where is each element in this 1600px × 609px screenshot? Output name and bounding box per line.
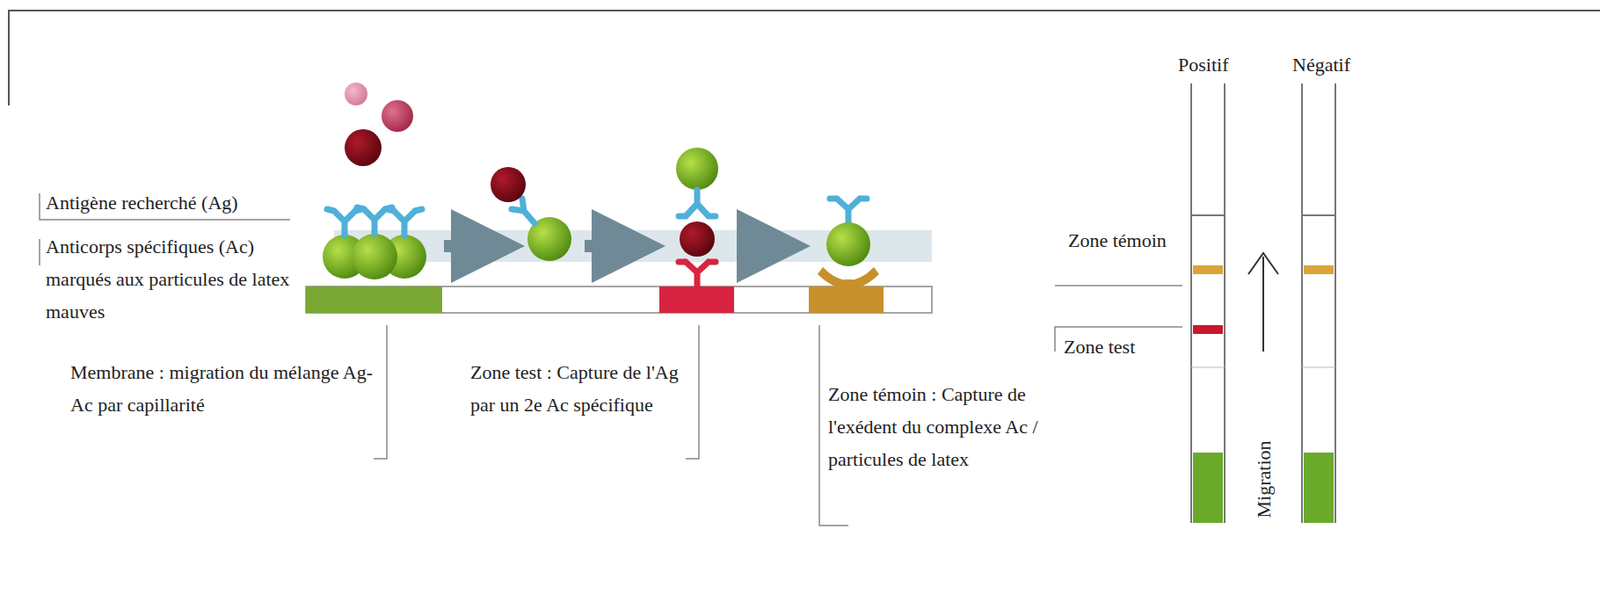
membrane-label: Membrane : migration du mélange Ag-Ac pa… <box>70 356 374 422</box>
test-zone-label: Zone test <box>1063 330 1135 364</box>
antigen <box>344 129 382 167</box>
antibody-label: Anticorps spécifiques (Ac) marqués aux p… <box>45 230 301 328</box>
control-zone-label: Zone témoin : Capture de l'exédent du co… <box>828 378 1066 476</box>
labelled-antibodies <box>322 207 427 280</box>
negative-label: Négatif <box>1292 48 1351 81</box>
control-zone-label: Zone témoin <box>1068 224 1174 257</box>
frame-line <box>8 10 1600 106</box>
result-strip-negative <box>1301 83 1336 524</box>
control-capture <box>817 198 880 290</box>
positive-label: Positif <box>1178 48 1229 81</box>
test-strip <box>305 286 932 313</box>
test-zone-label: Zone test : Capture de l'Ag par un 2e Ac… <box>470 356 691 422</box>
migration-arrow <box>1248 253 1279 352</box>
flow-arrows <box>443 240 774 253</box>
result-strip-positive <box>1191 83 1225 524</box>
antigen-label: Antigène recherché (Ag) <box>45 186 301 219</box>
antigen-antibody-complex <box>490 167 572 262</box>
leader-lines <box>39 193 1183 526</box>
antigen <box>344 82 368 106</box>
migration-label: Migration <box>1247 440 1280 518</box>
antigen <box>381 100 414 132</box>
test-capture <box>676 147 719 287</box>
